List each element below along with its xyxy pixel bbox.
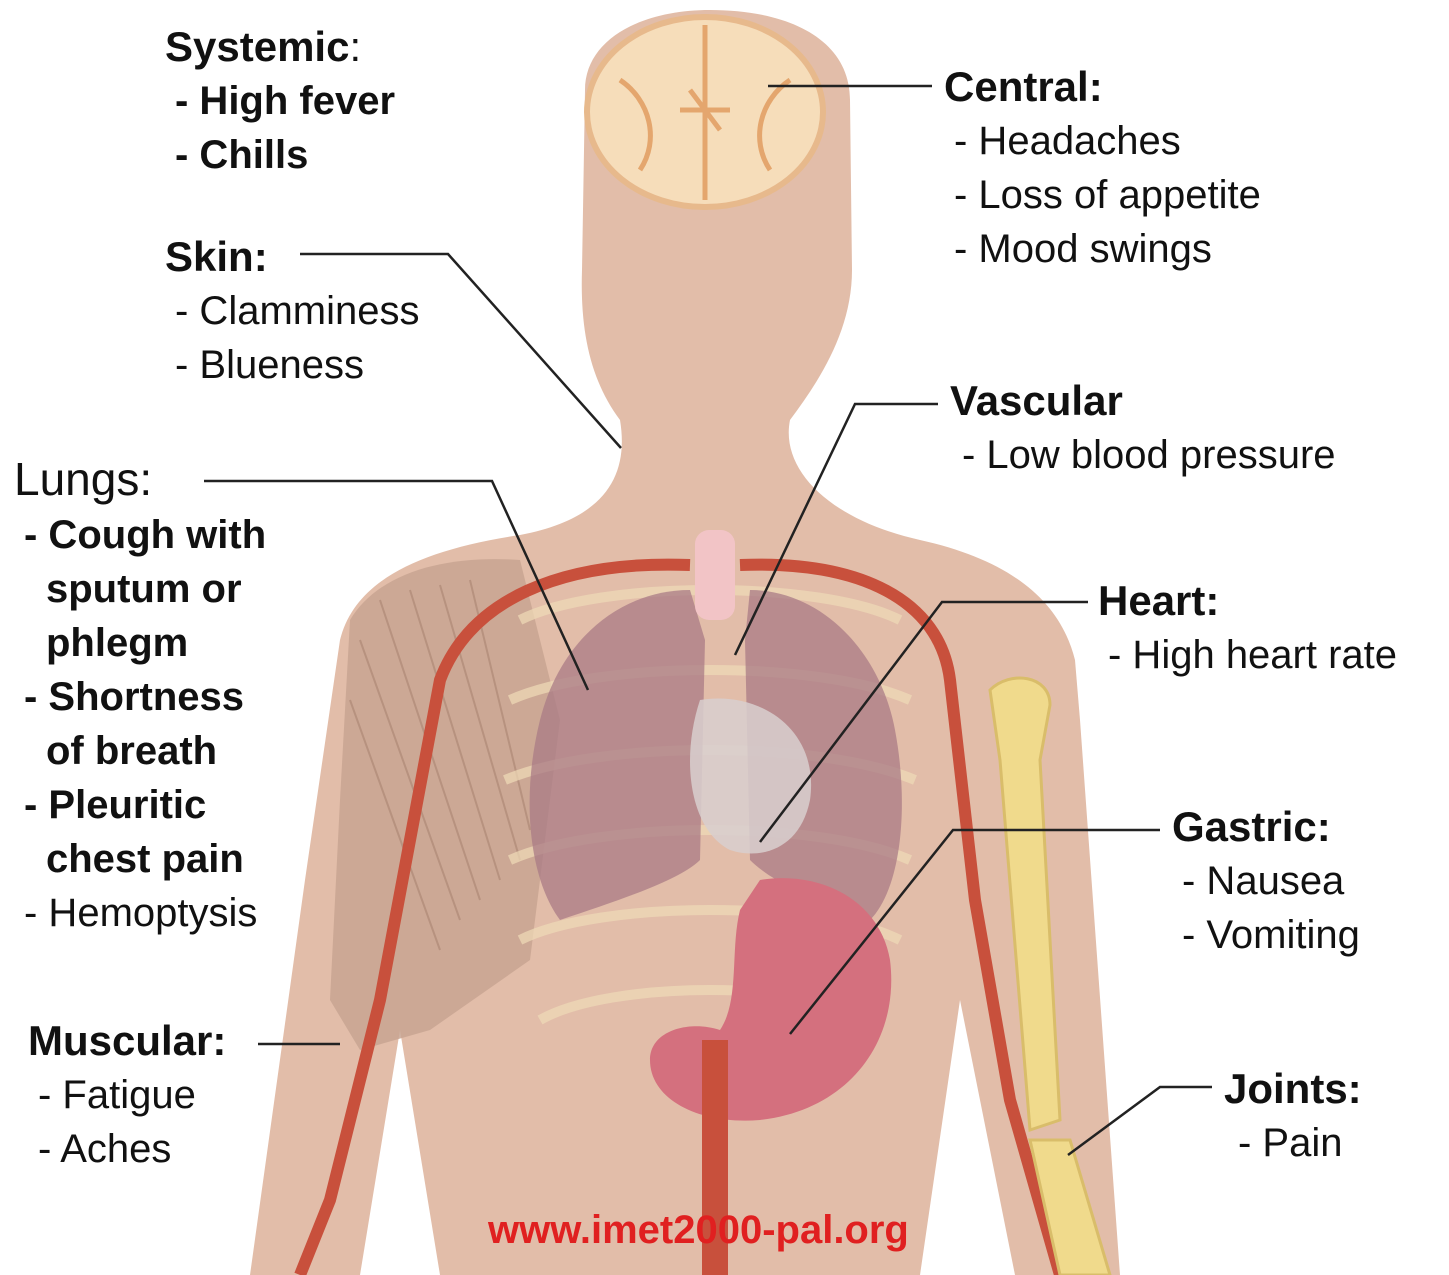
vascular-item-1: - Low blood pressure (950, 428, 1336, 482)
watermark-url: www.imet2000-pal.org (488, 1206, 909, 1254)
lungs-item-4: - Shortness (14, 670, 266, 724)
lungs-item-8: - Hemoptysis (14, 886, 266, 940)
lungs-label-group: Lungs: - Cough with sputum or phlegm - S… (14, 450, 266, 940)
systemic-colon: : (349, 23, 361, 70)
lungs-colon: : (139, 453, 152, 505)
trachea (695, 530, 735, 620)
lungs-item-6: - Pleuritic (14, 778, 266, 832)
systemic-item-2: - Chills (165, 128, 395, 182)
muscular-label-group: Muscular: - Fatigue - Aches (28, 1014, 226, 1176)
systemic-heading: Systemic: (165, 20, 395, 74)
central-item-3: - Mood swings (944, 222, 1261, 276)
vascular-label-group: Vascular - Low blood pressure (950, 374, 1336, 482)
systemic-title: Systemic (165, 23, 349, 70)
systemic-label-group: Systemic: - High fever - Chills (165, 20, 395, 182)
lungs-item-1: - Cough with (14, 508, 266, 562)
muscular-item-2: - Aches (28, 1122, 226, 1176)
muscular-item-1: - Fatigue (28, 1068, 226, 1122)
muscular-title: Muscular: (28, 1014, 226, 1068)
skin-title: Skin: (165, 230, 419, 284)
central-item-1: - Headaches (944, 114, 1261, 168)
central-label-group: Central: - Headaches - Loss of appetite … (944, 60, 1261, 276)
systemic-item-1: - High fever (165, 74, 395, 128)
skin-item-1: - Clamminess (165, 284, 419, 338)
gastric-item-1: - Nausea (1172, 854, 1360, 908)
lungs-title: Lungs (14, 453, 139, 505)
central-item-2: - Loss of appetite (944, 168, 1261, 222)
skin-label-group: Skin: - Clamminess - Blueness (165, 230, 419, 392)
lungs-heading: Lungs: (14, 450, 266, 508)
gastric-label-group: Gastric: - Nausea - Vomiting (1172, 800, 1360, 962)
lungs-item-2: sputum or (14, 562, 266, 616)
heart-label-group: Heart: - High heart rate (1098, 574, 1397, 682)
lungs-item-3: phlegm (14, 616, 266, 670)
heart-title: Heart: (1098, 574, 1397, 628)
skin-item-2: - Blueness (165, 338, 419, 392)
gastric-title: Gastric: (1172, 800, 1360, 854)
central-title: Central: (944, 60, 1261, 114)
heart-item-1: - High heart rate (1098, 628, 1397, 682)
joints-label-group: Joints: - Pain (1224, 1062, 1362, 1170)
vascular-title: Vascular (950, 374, 1336, 428)
gastric-item-2: - Vomiting (1172, 908, 1360, 962)
joints-item-1: - Pain (1224, 1116, 1362, 1170)
joints-title: Joints: (1224, 1062, 1362, 1116)
lungs-item-7: chest pain (14, 832, 266, 886)
lungs-item-5: of breath (14, 724, 266, 778)
